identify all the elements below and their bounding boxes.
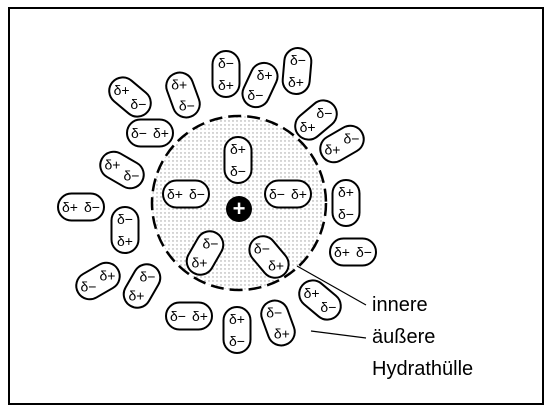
inner-water-molecule-5: δ+ δ−: [163, 181, 209, 208]
delta-minus-label: δ−: [254, 241, 270, 257]
delta-plus-label: δ+: [291, 186, 307, 202]
outer-water-molecule-9: δ− δ+: [330, 239, 376, 266]
cation-symbol: +: [233, 196, 246, 221]
delta-minus-label: δ−: [247, 87, 263, 103]
outer-water-molecule-12: δ− δ+: [224, 307, 251, 353]
leader-outer: [311, 331, 366, 338]
delta-plus-label: δ+: [230, 141, 246, 157]
delta-minus-label: δ−: [84, 199, 100, 215]
delta-minus-label: δ−: [189, 186, 205, 202]
delta-minus-label: δ−: [124, 168, 140, 184]
delta-minus-label: δ−: [316, 105, 332, 121]
outer-water-molecule-15: δ−δ+: [71, 258, 124, 304]
label-outer: äußere: [372, 326, 435, 348]
outer-water-molecule-16: δ+ δ−: [112, 207, 139, 253]
delta-plus-label: δ+: [325, 142, 341, 158]
delta-plus-label: δ+: [167, 186, 183, 202]
delta-minus-label: δ−: [179, 97, 195, 113]
outer-water-molecule-8: δ+ δ−: [333, 180, 360, 226]
label-hydration-shell: Hydrathülle: [372, 358, 473, 380]
outer-water-molecule-11: δ+ δ−: [257, 297, 298, 349]
delta-minus-label: δ−: [218, 55, 234, 71]
delta-minus-label: δ−: [338, 206, 354, 222]
inner-water-molecule-2: δ+ δ−: [265, 181, 311, 208]
outer-water-molecule-10: δ−δ+: [294, 275, 347, 325]
outer-water-molecule-5: δ− δ+: [282, 47, 313, 95]
delta-minus-label: δ−: [131, 125, 147, 141]
delta-plus-label: δ+: [274, 325, 290, 341]
label-inner: innere: [372, 294, 428, 316]
delta-minus-label: δ−: [140, 269, 156, 285]
delta-plus-label: δ+: [300, 119, 316, 135]
delta-minus-label: δ−: [230, 163, 246, 179]
delta-plus-label: δ+: [105, 157, 121, 173]
delta-minus-label: δ−: [269, 186, 285, 202]
delta-minus-label: δ−: [81, 279, 97, 295]
central-cation: +: [226, 196, 252, 222]
delta-plus-label: δ+: [192, 308, 208, 324]
delta-plus-label: δ+: [117, 233, 133, 249]
delta-minus-label: δ−: [356, 244, 372, 260]
delta-minus-label: δ−: [290, 52, 306, 68]
delta-minus-label: δ−: [266, 305, 282, 321]
delta-minus-label: δ−: [344, 131, 360, 147]
delta-minus-label: δ−: [229, 333, 245, 349]
outer-water-molecule-19: δ+ δ−: [127, 120, 173, 147]
delta-minus-label: δ−: [130, 96, 146, 112]
delta-minus-label: δ−: [170, 308, 186, 324]
outer-water-molecule-14: δ+ δ−: [119, 259, 165, 312]
delta-plus-label: δ+: [338, 184, 354, 200]
outer-water-molecule-3: δ− δ+: [213, 51, 240, 97]
delta-plus-label: δ+: [114, 82, 130, 98]
delta-minus-label: δ−: [320, 299, 336, 315]
inner-water-molecule-1: δ+ δ−: [225, 137, 252, 183]
delta-plus-label: δ+: [218, 77, 234, 93]
outer-water-molecule-4: δ+ δ−: [238, 58, 282, 111]
delta-plus-label: δ+: [100, 268, 116, 284]
delta-minus-label: δ−: [117, 211, 133, 227]
delta-plus-label: δ+: [129, 288, 145, 304]
outer-water-molecule-18: δ+δ−: [95, 147, 148, 193]
delta-plus-label: δ+: [153, 125, 169, 141]
delta-plus-label: δ+: [288, 74, 304, 90]
delta-plus-label: δ+: [62, 199, 78, 215]
delta-plus-label: δ+: [334, 244, 350, 260]
outer-water-molecule-1: δ+δ−: [104, 72, 157, 122]
delta-plus-label: δ+: [304, 285, 320, 301]
delta-plus-label: δ+: [229, 311, 245, 327]
delta-plus-label: δ+: [192, 255, 208, 271]
outer-water-molecule-2: δ+ δ−: [162, 69, 203, 121]
delta-plus-label: δ+: [268, 257, 284, 273]
outer-water-molecule-13: δ+ δ−: [166, 303, 212, 330]
delta-minus-label: δ−: [203, 236, 219, 252]
delta-plus-label: δ+: [257, 67, 273, 83]
outer-water-molecule-17: δ+ δ−: [58, 194, 104, 221]
delta-plus-label: δ+: [171, 77, 187, 93]
